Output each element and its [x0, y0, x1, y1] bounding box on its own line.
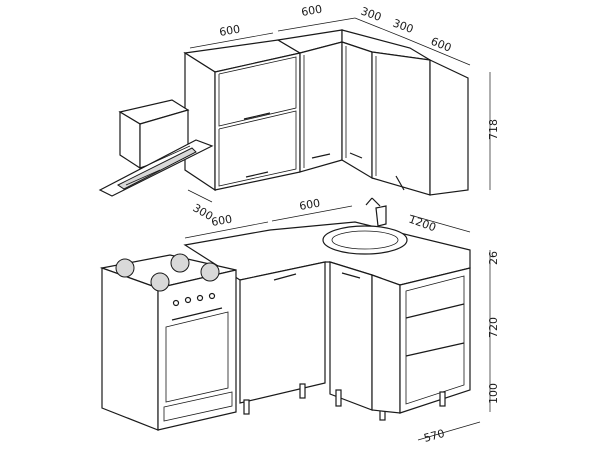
dimension-lines [184, 17, 491, 441]
dim-lower-mid-width: 600 [298, 197, 321, 213]
dim-upper-corner-b: 300 [391, 17, 415, 36]
dim-lower-height: 720 [487, 317, 500, 338]
dim-upper-height: 718 [487, 119, 500, 140]
cooker-hood [98, 99, 214, 197]
dim-lower-right-width: 570 [422, 427, 446, 445]
sink [322, 197, 408, 255]
dim-worktop-thickness: 26 [487, 251, 500, 265]
dim-leg-height: 100 [487, 383, 500, 404]
dim-lower-left-width: 600 [210, 213, 233, 229]
lower-right-open-shelf [371, 267, 471, 414]
dim-upper-left-width: 600 [218, 23, 241, 39]
dim-upper-right-width: 600 [429, 35, 453, 55]
lower-left-cabinet [239, 261, 326, 415]
upper-left-cabinet [183, 39, 302, 192]
dim-upper-mid-width: 600 [300, 3, 323, 19]
upper-right-cabinet [341, 29, 469, 196]
dim-lower-return-length: 1200 [407, 213, 438, 235]
stove [99, 253, 237, 431]
